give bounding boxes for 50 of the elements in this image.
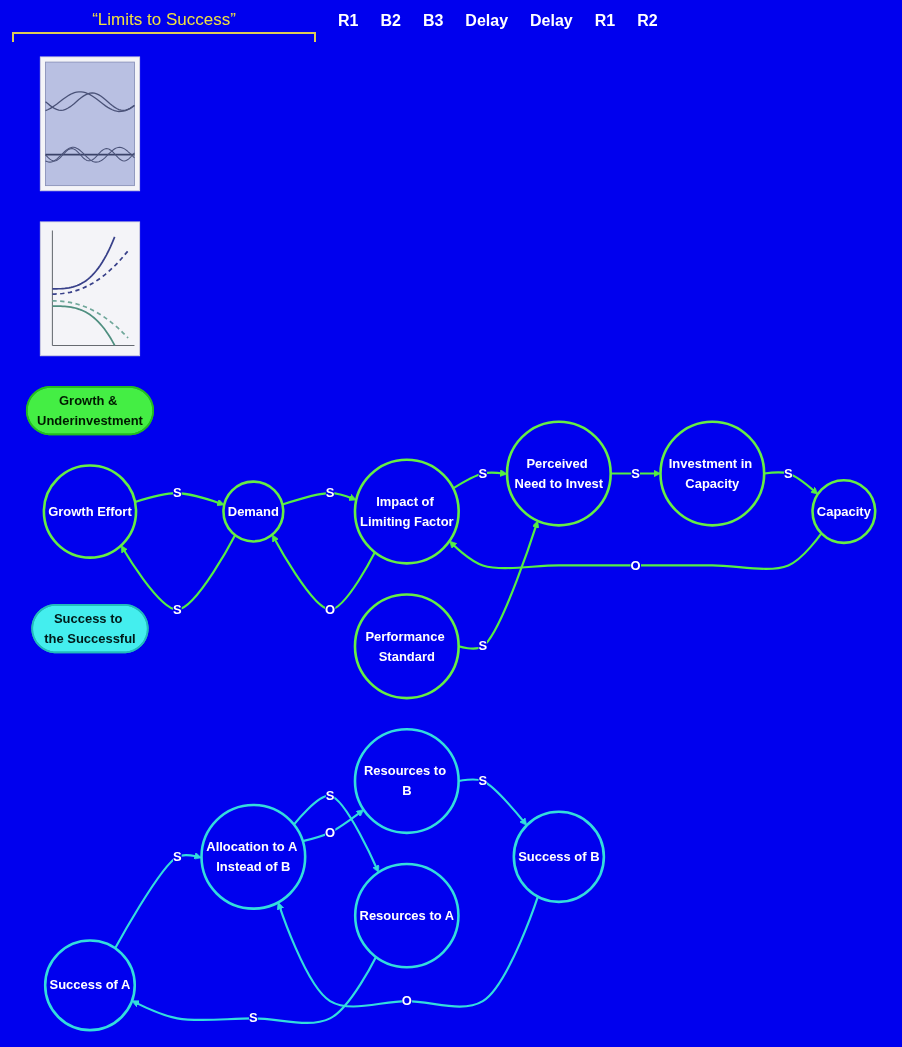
- loop-label: R2: [637, 11, 658, 30]
- arrow: [610, 469, 661, 478]
- loop-label: B3: [422, 11, 444, 30]
- arrow: [293, 794, 380, 873]
- arrow: [276, 896, 539, 1008]
- node-circle: Success of A: [43, 939, 137, 1032]
- edge-label: S: [173, 848, 182, 864]
- arrow: [452, 469, 508, 490]
- node-picture: [39, 221, 141, 357]
- edge-label: O: [630, 557, 641, 573]
- node-circle: Impact of Limiting Factor: [353, 458, 460, 565]
- node-circle: Performance Standard: [353, 593, 460, 700]
- arrow: [282, 492, 357, 506]
- edge-label: O: [325, 601, 336, 617]
- arrow: [458, 778, 528, 826]
- arrow: [271, 534, 376, 611]
- edge-label: S: [478, 465, 488, 481]
- node-circle: Allocation to A Instead of B: [200, 803, 307, 910]
- arrow: [449, 532, 823, 570]
- edge-label: S: [631, 465, 640, 481]
- delay-label: Delay: [530, 11, 573, 30]
- edge-label: S: [478, 773, 488, 788]
- node-circle: Success of B: [512, 810, 606, 904]
- node-circle: Resources to A: [353, 862, 460, 969]
- arrow: [458, 520, 540, 650]
- arrow: [120, 534, 236, 611]
- node-circle: Capacity: [811, 478, 877, 545]
- node-circle: Demand: [222, 480, 285, 543]
- edge-label: S: [325, 787, 335, 803]
- edge-label: O: [401, 993, 412, 1008]
- edge-label: S: [784, 465, 793, 481]
- delay-label: Delay: [465, 11, 509, 30]
- edge-label: S: [478, 638, 488, 653]
- edge-label: S: [173, 601, 182, 617]
- node-circle: Investment in Capacity: [659, 420, 766, 527]
- loop-label: B2: [380, 11, 401, 30]
- loop-label: R1: [594, 11, 616, 30]
- node-circle: Growth Effort: [42, 464, 138, 559]
- loop-label: R1: [338, 11, 359, 30]
- arrow: [302, 809, 364, 843]
- node-circle: Resources to B: [353, 727, 460, 835]
- arrow: [131, 956, 377, 1024]
- edge-label: S: [325, 485, 335, 500]
- bracket-label: “Limits to Success”: [92, 10, 236, 30]
- edge-label: O: [325, 824, 336, 840]
- arrow: [764, 471, 819, 495]
- edge-label: S: [173, 485, 182, 500]
- node-circle: Perceived Need to Invest: [505, 420, 612, 527]
- edge-label: S: [249, 1010, 258, 1026]
- arrow: [114, 852, 202, 949]
